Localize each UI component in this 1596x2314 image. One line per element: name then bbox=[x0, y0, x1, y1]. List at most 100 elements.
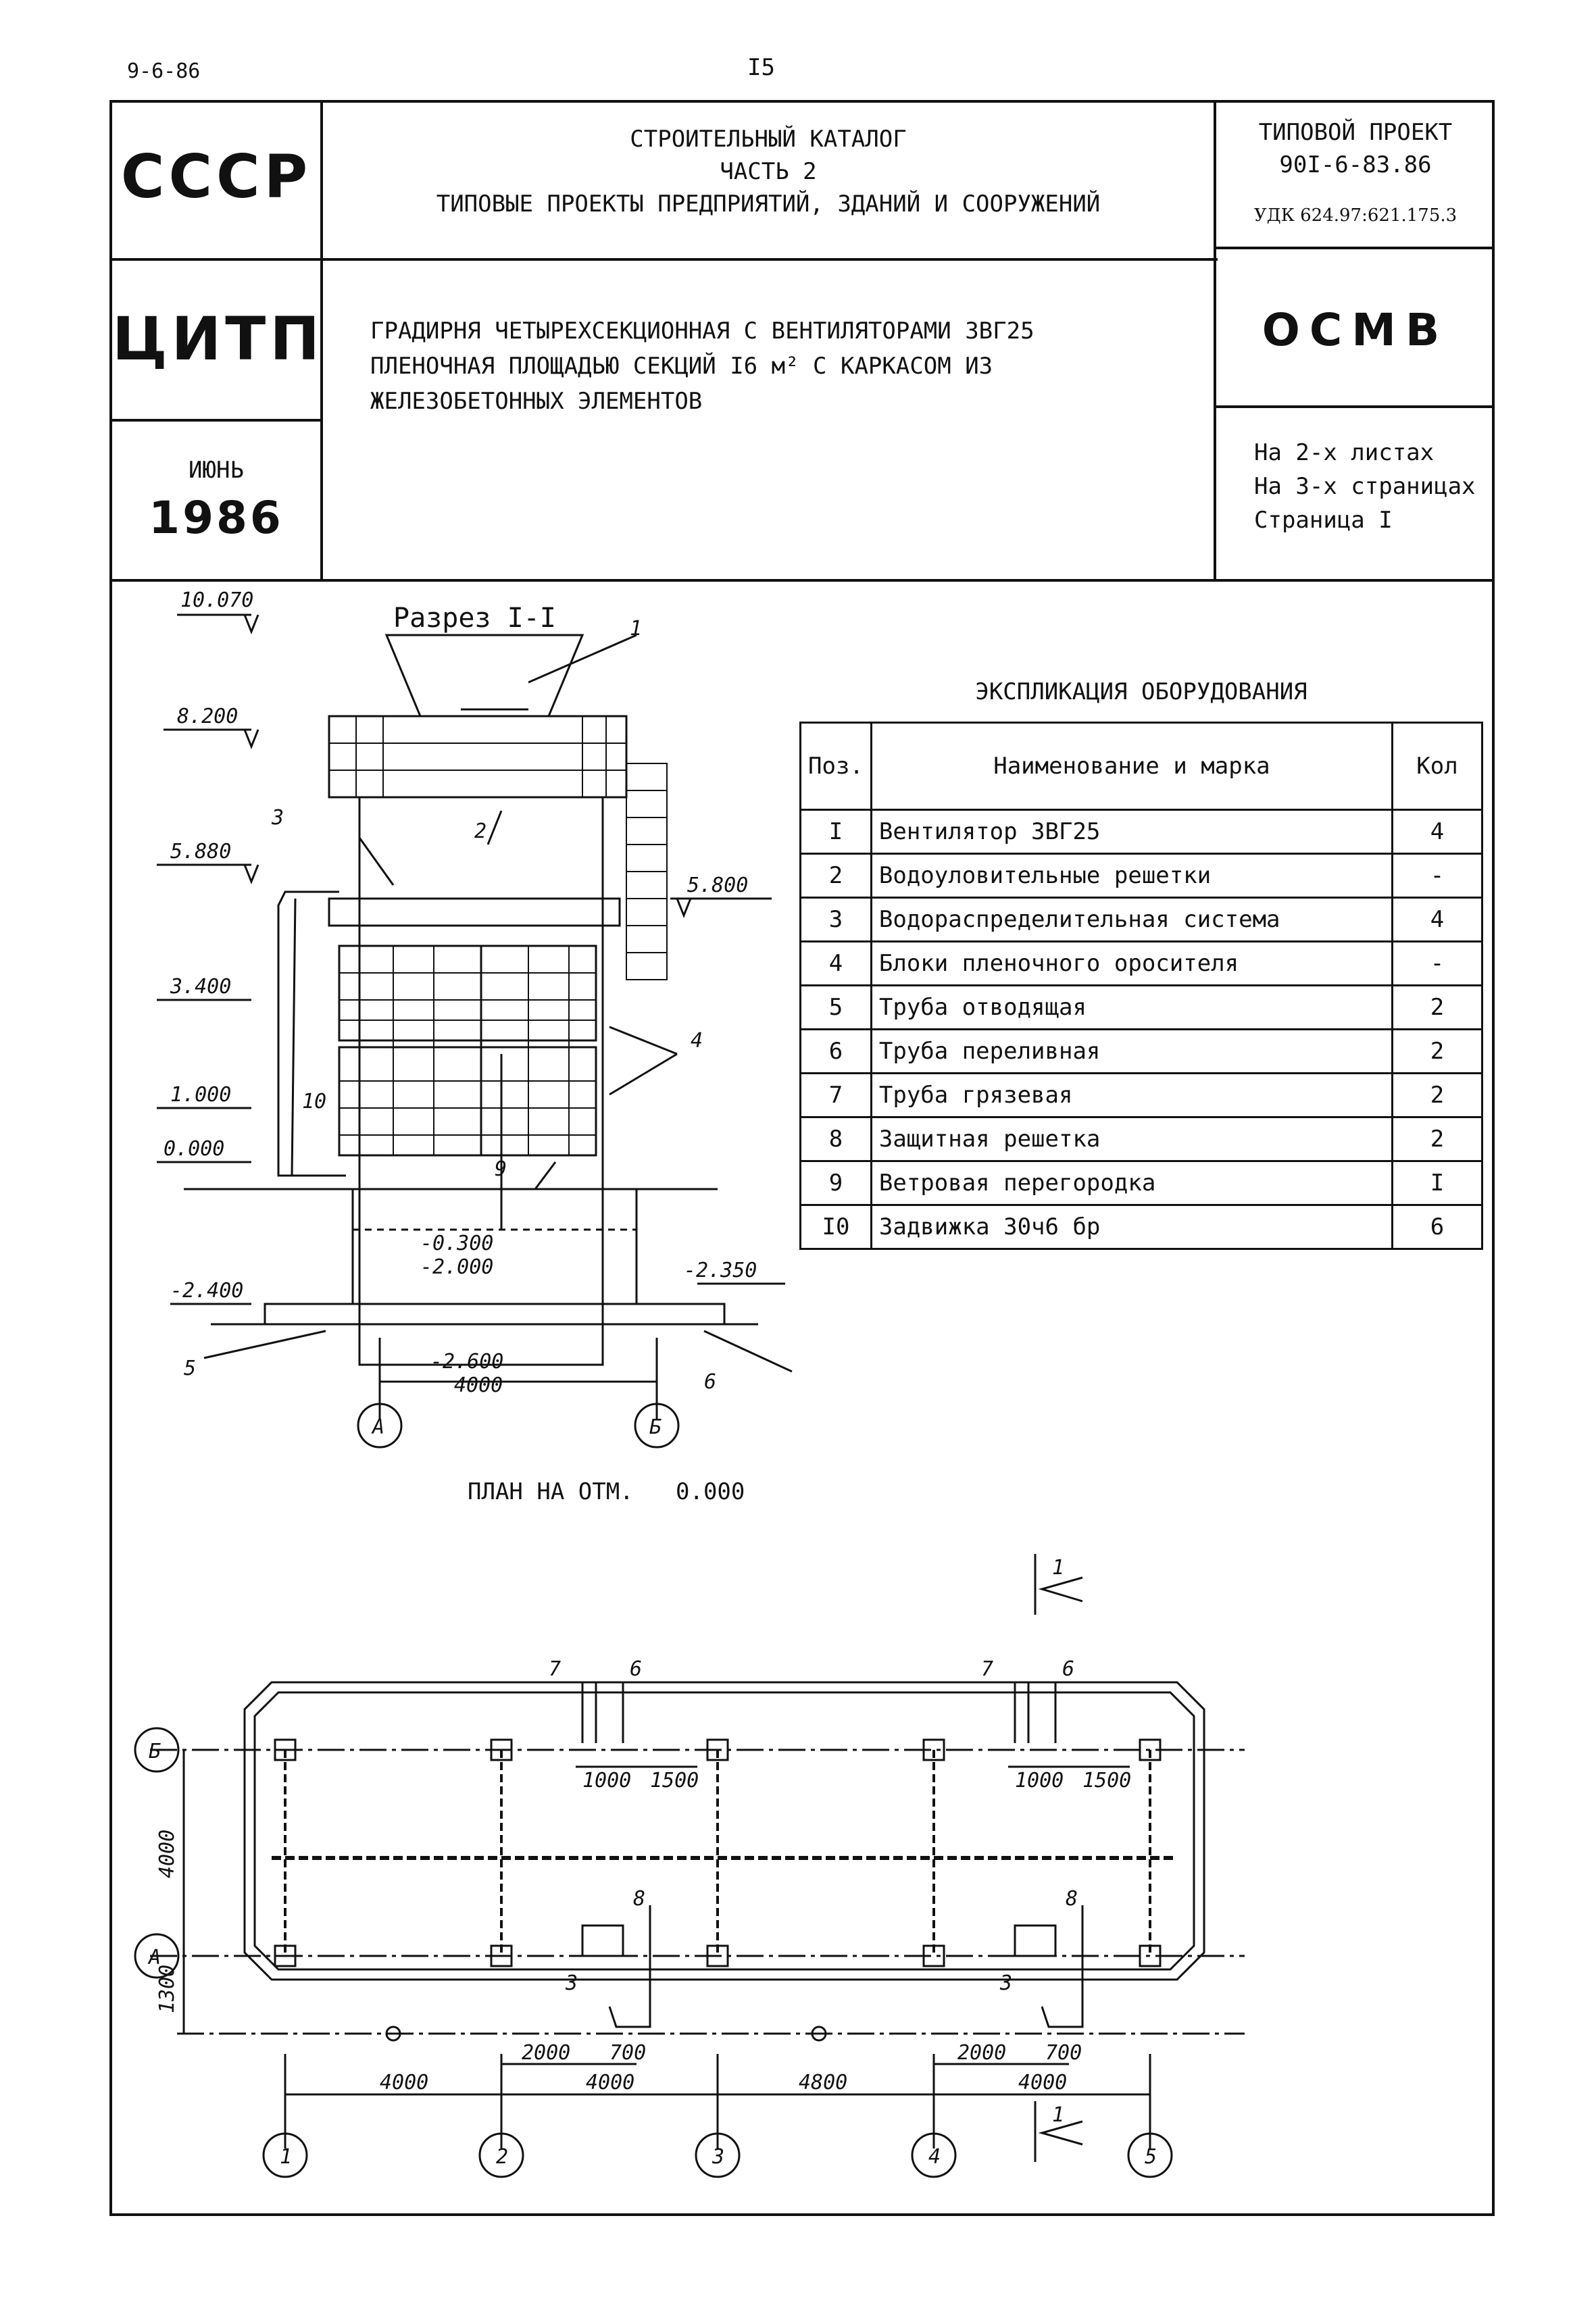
elev-0000: 0.000 bbox=[164, 1137, 224, 1161]
title-line2: ПЛЕНОЧНАЯ ПЛОЩАДЬЮ СЕКЦИЙ I6 м² С КАРКАС… bbox=[370, 353, 993, 380]
plan-pos-8-1: 8 bbox=[633, 1887, 645, 1911]
rule bbox=[109, 579, 1495, 582]
plan-axis-4: 4 bbox=[928, 2145, 941, 2169]
sheets-count: На 2-х листах bbox=[1254, 439, 1435, 466]
rule bbox=[109, 258, 1218, 261]
table-header: Поз. Наименование и марка Кол bbox=[799, 722, 1483, 811]
plan-pos-7-2: 7 bbox=[981, 1657, 993, 1681]
plan-dim-1500-2: 1500 bbox=[1082, 1769, 1131, 1792]
plan-elevation: 0.000 bbox=[676, 1478, 745, 1505]
page-number: I5 bbox=[747, 54, 775, 81]
pos-2: 2 bbox=[474, 820, 487, 843]
elev-3400: 3.400 bbox=[170, 975, 231, 999]
pos-4: 4 bbox=[691, 1029, 703, 1053]
plan-drawing: 1 1 Б А 1 2 3 4 5 4000 4000 4800 4000 20… bbox=[134, 1554, 1245, 2178]
plan-axis-a: А bbox=[147, 1946, 161, 1969]
equipment-title: ЭКСПЛИКАЦИЯ ОБОРУДОВАНИЯ bbox=[975, 678, 1307, 705]
elev-1000: 1.000 bbox=[170, 1083, 231, 1107]
plan-axis-5: 5 bbox=[1145, 2145, 1157, 2169]
row-name: Водоуловительные решетки bbox=[870, 853, 1394, 899]
page-index: Страница I bbox=[1254, 507, 1393, 534]
pages-count: На 3-х страницах bbox=[1254, 473, 1476, 500]
pos-5: 5 bbox=[184, 1357, 196, 1380]
rule bbox=[1214, 247, 1495, 249]
row-qty: 4 bbox=[1391, 809, 1483, 855]
row-pos: I0 bbox=[799, 1204, 872, 1250]
plan-pos-6-1: 6 bbox=[630, 1657, 642, 1681]
plan-axis-3: 3 bbox=[712, 2145, 724, 2169]
row-name: Труба переливная bbox=[870, 1028, 1394, 1074]
row-pos: 5 bbox=[799, 984, 872, 1030]
project-number: 90I-6-83.86 bbox=[1279, 151, 1432, 178]
plan-dim-1500-1: 1500 bbox=[650, 1769, 699, 1792]
rule bbox=[1214, 405, 1495, 408]
doc-date: 9-6-86 bbox=[127, 59, 201, 83]
elev-5880: 5.880 bbox=[170, 840, 231, 863]
row-pos: 8 bbox=[799, 1116, 872, 1162]
row-pos: 9 bbox=[799, 1160, 872, 1206]
row-name: Водораспределительная система bbox=[870, 897, 1394, 942]
row-name: Труба грязевая bbox=[870, 1072, 1394, 1118]
year: 1986 bbox=[149, 492, 284, 544]
elev-m2350: -2.350 bbox=[684, 1259, 757, 1282]
row-qty: - bbox=[1391, 853, 1483, 899]
pos-10: 10 bbox=[302, 1090, 326, 1113]
row-pos: I bbox=[799, 809, 872, 855]
section-drawing: 10.070 8.200 5.880 5.800 3.400 1.000 0.0… bbox=[157, 588, 793, 1449]
plan-pos-7-1: 7 bbox=[549, 1657, 561, 1681]
plan-dim-4800: 4800 bbox=[799, 2071, 847, 2094]
org-citp: ЦИТП bbox=[112, 304, 324, 374]
elev-m0300: -0.300 bbox=[420, 1232, 493, 1255]
plan-pos-3-1: 3 bbox=[565, 1971, 578, 1995]
plan-dim-1000-2: 1000 bbox=[1015, 1769, 1064, 1792]
row-name: Ветровая перегородка bbox=[870, 1160, 1394, 1206]
plan-dim-4000-v: 4000 bbox=[155, 1830, 179, 1878]
catalog-line3: ТИПОВЫЕ ПРОЕКТЫ ПРЕДПРИЯТИЙ, ЗДАНИЙ И СО… bbox=[436, 191, 1101, 218]
row-name: Труба отводящая bbox=[870, 984, 1394, 1030]
row-pos: 3 bbox=[799, 897, 872, 942]
catalog-line2: ЧАСТЬ 2 bbox=[720, 158, 817, 185]
pos-1: 1 bbox=[630, 617, 642, 640]
section-title: Разрез I-I bbox=[393, 603, 556, 634]
row-qty: - bbox=[1391, 940, 1483, 986]
row-qty: 4 bbox=[1391, 897, 1483, 942]
project-code: ОСМВ bbox=[1262, 304, 1449, 356]
elev-8200: 8.200 bbox=[177, 705, 238, 728]
plan-dim-1000-1: 1000 bbox=[582, 1769, 631, 1792]
plan-dim-4000-2: 4000 bbox=[586, 2071, 634, 2094]
plan-axis-2: 2 bbox=[496, 2145, 508, 2169]
plan-dim-700-2: 700 bbox=[1045, 2041, 1082, 2065]
catalog-line1: СТРОИТЕЛЬНЫЙ КАТАЛОГ bbox=[630, 126, 907, 153]
plan-dim-1300: 1300 bbox=[155, 1965, 179, 2013]
col-pos: Поз. bbox=[799, 722, 872, 811]
udk: УДК 624.97:621.175.3 bbox=[1253, 205, 1457, 226]
row-pos: 2 bbox=[799, 853, 872, 899]
row-pos: 6 bbox=[799, 1028, 872, 1074]
sheet-frame bbox=[109, 100, 1495, 2216]
plan-axis-1: 1 bbox=[280, 2145, 292, 2169]
row-pos: 7 bbox=[799, 1072, 872, 1118]
cut-mark-top: 1 bbox=[1052, 1556, 1064, 1580]
pos-6: 6 bbox=[704, 1370, 716, 1394]
plan-dim-4000-3: 4000 bbox=[1018, 2071, 1067, 2094]
row-qty: 2 bbox=[1391, 1072, 1483, 1118]
elev-5800: 5.800 bbox=[687, 874, 748, 897]
elev-m2400: -2.400 bbox=[170, 1279, 243, 1303]
row-qty: 6 bbox=[1391, 1204, 1483, 1250]
plan-pos-6-2: 6 bbox=[1062, 1657, 1074, 1681]
plan-pos-3-2: 3 bbox=[999, 1971, 1012, 1995]
org-ussr: СССР bbox=[120, 142, 312, 211]
rule bbox=[1214, 100, 1216, 582]
elev-10070: 10.070 bbox=[180, 588, 253, 612]
dim-4000: 4000 bbox=[454, 1374, 503, 1397]
plan-pos-8-2: 8 bbox=[1066, 1887, 1078, 1911]
